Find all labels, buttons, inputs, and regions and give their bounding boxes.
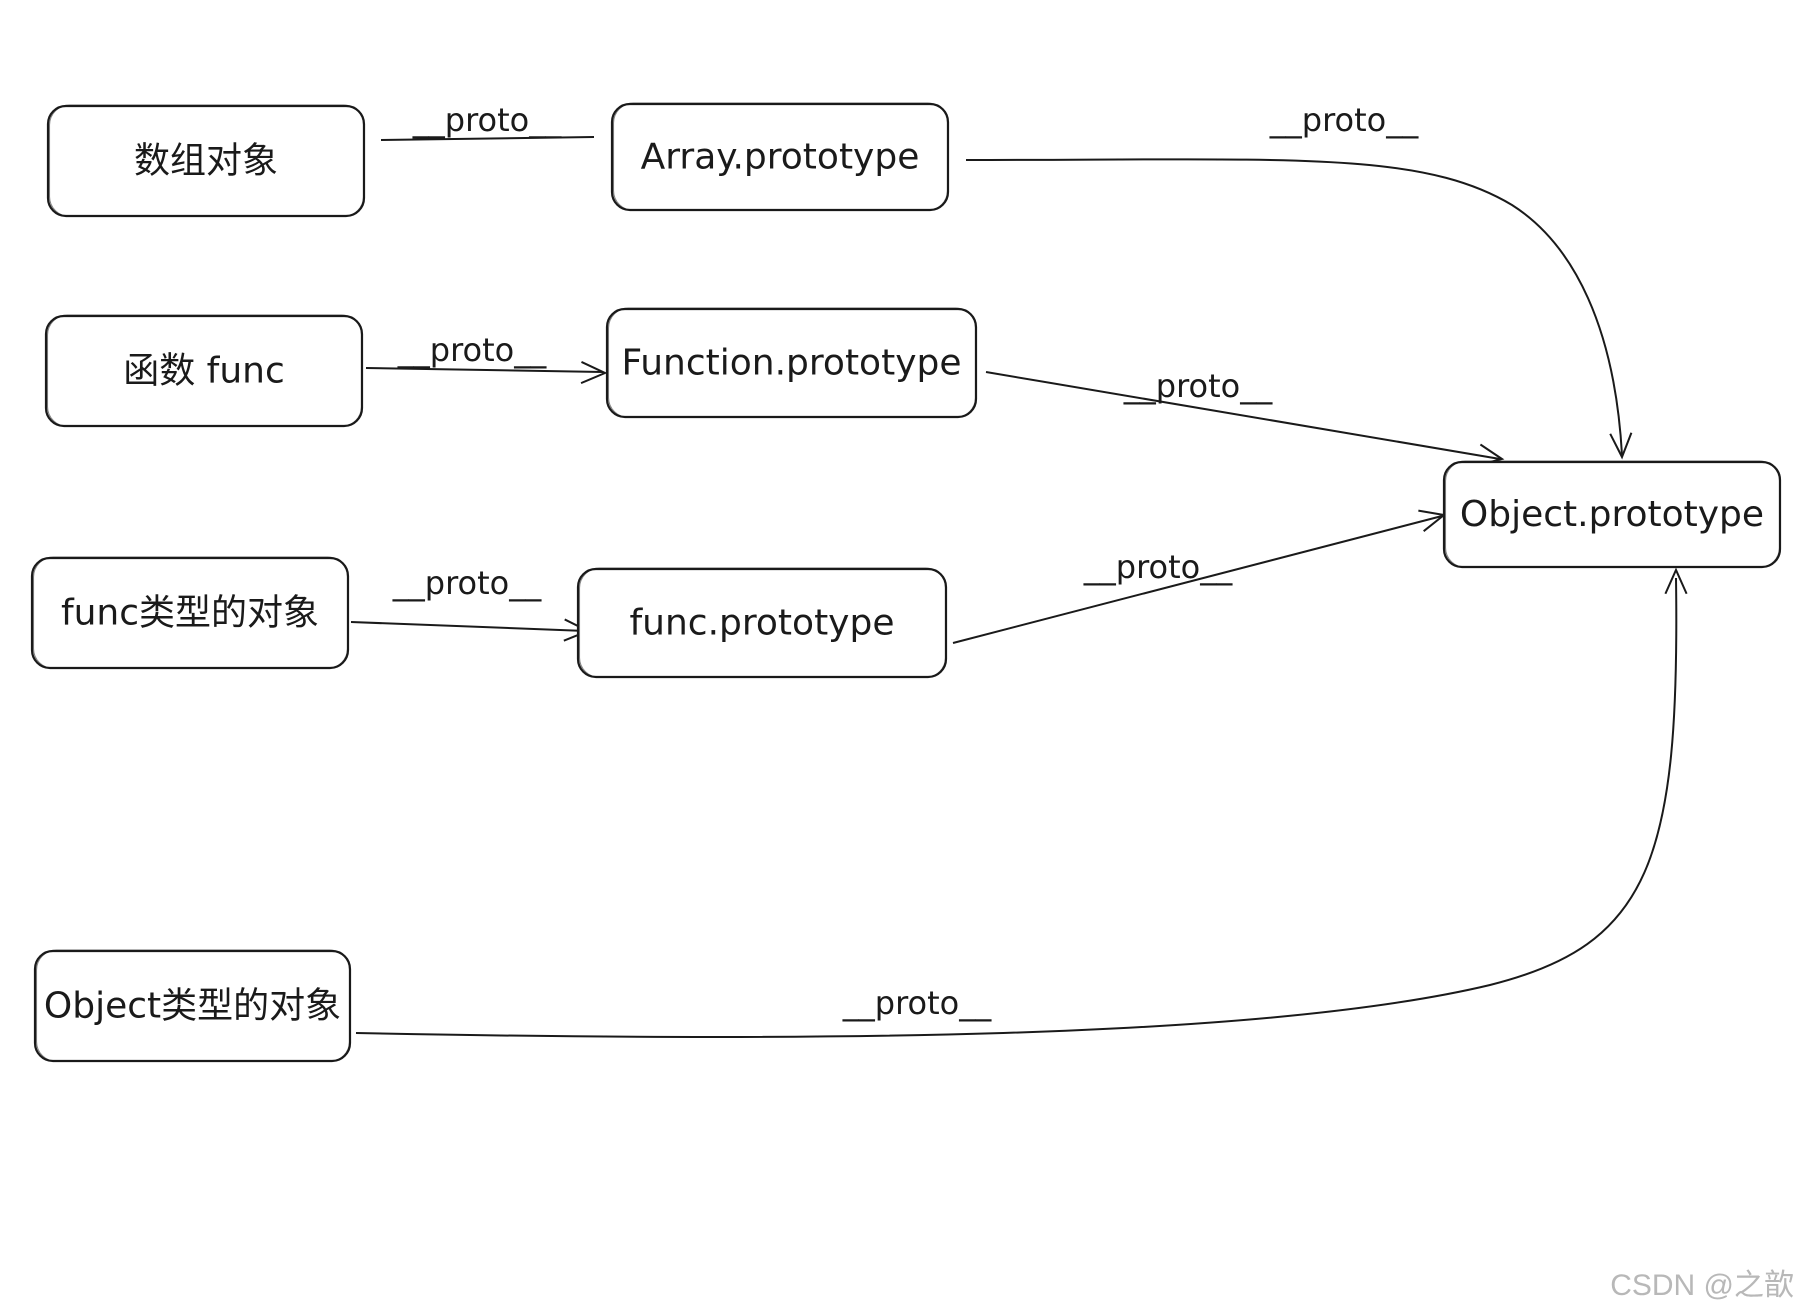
arrowhead-icon <box>1664 567 1688 595</box>
edge-label: __proto__ <box>1083 548 1233 586</box>
arrowhead-icon <box>1609 432 1633 460</box>
edge-label: __proto__ <box>392 564 542 602</box>
node-label: Object.prototype <box>1460 494 1764 535</box>
edge-line <box>952 515 1443 644</box>
edge-function-proto-to-object-proto: __proto__ <box>985 367 1505 467</box>
node-array-obj: 数组对象 <box>46 104 366 218</box>
node-func: 函数 func <box>44 314 364 428</box>
node-box-sketch <box>1444 460 1781 569</box>
node-box-sketch <box>32 556 349 670</box>
node-box-sketch <box>48 104 365 218</box>
edge-array-obj-to-array-proto: __proto__ <box>380 101 595 141</box>
edge-line <box>365 367 604 373</box>
node-box-sketch <box>46 314 363 428</box>
edge-func-to-function-proto: __proto__ <box>365 331 608 385</box>
edge-label: __proto__ <box>1123 367 1273 405</box>
edge-label: __proto__ <box>842 984 992 1022</box>
node-func-proto: func.prototype <box>576 567 948 679</box>
edges-layer: __proto__ __proto__ __proto__ __proto__ __pr… <box>350 101 1688 1039</box>
edge-label: __proto__ <box>397 331 547 369</box>
node-label: 函数 func <box>123 351 285 392</box>
node-box-sketch <box>35 949 351 1063</box>
node-label: func.prototype <box>630 603 895 644</box>
edge-line <box>380 136 595 141</box>
node-box-sketch <box>607 307 977 419</box>
node-box-sketch <box>612 102 949 212</box>
edge-line <box>985 371 1501 460</box>
arrowhead-icon <box>580 361 608 385</box>
edge-line <box>350 621 587 632</box>
node-label: Array.prototype <box>641 137 920 178</box>
node-label: 数组对象 <box>134 141 278 182</box>
edge-array-proto-to-object-proto: __proto__ <box>965 101 1633 460</box>
edge-line <box>965 158 1623 456</box>
edge-line <box>355 577 1678 1039</box>
nodes-layer: 数组对象 Array.prototype 函数 func Function.proto… <box>30 102 1782 1063</box>
watermark: CSDN @之歆 <box>1610 1269 1794 1302</box>
edge-label: __proto__ <box>412 101 562 139</box>
node-object-obj: Object类型的对象 <box>33 949 352 1063</box>
edge-label: __proto__ <box>1269 101 1419 139</box>
node-function-proto: Function.prototype <box>605 307 978 419</box>
edge-func-proto-to-object-proto: __proto__ <box>952 509 1447 644</box>
edge-object-obj-to-object-proto: __proto__ <box>355 567 1688 1039</box>
edge-func-obj-to-func-proto: __proto__ <box>350 564 591 642</box>
node-box-sketch <box>578 567 947 679</box>
node-label: Function.prototype <box>621 343 961 384</box>
node-label: Object类型的对象 <box>44 986 341 1027</box>
node-object-proto: Object.prototype <box>1442 460 1782 569</box>
node-label: func类型的对象 <box>61 593 319 634</box>
node-func-obj: func类型的对象 <box>30 556 350 670</box>
node-array-proto: Array.prototype <box>610 102 950 212</box>
